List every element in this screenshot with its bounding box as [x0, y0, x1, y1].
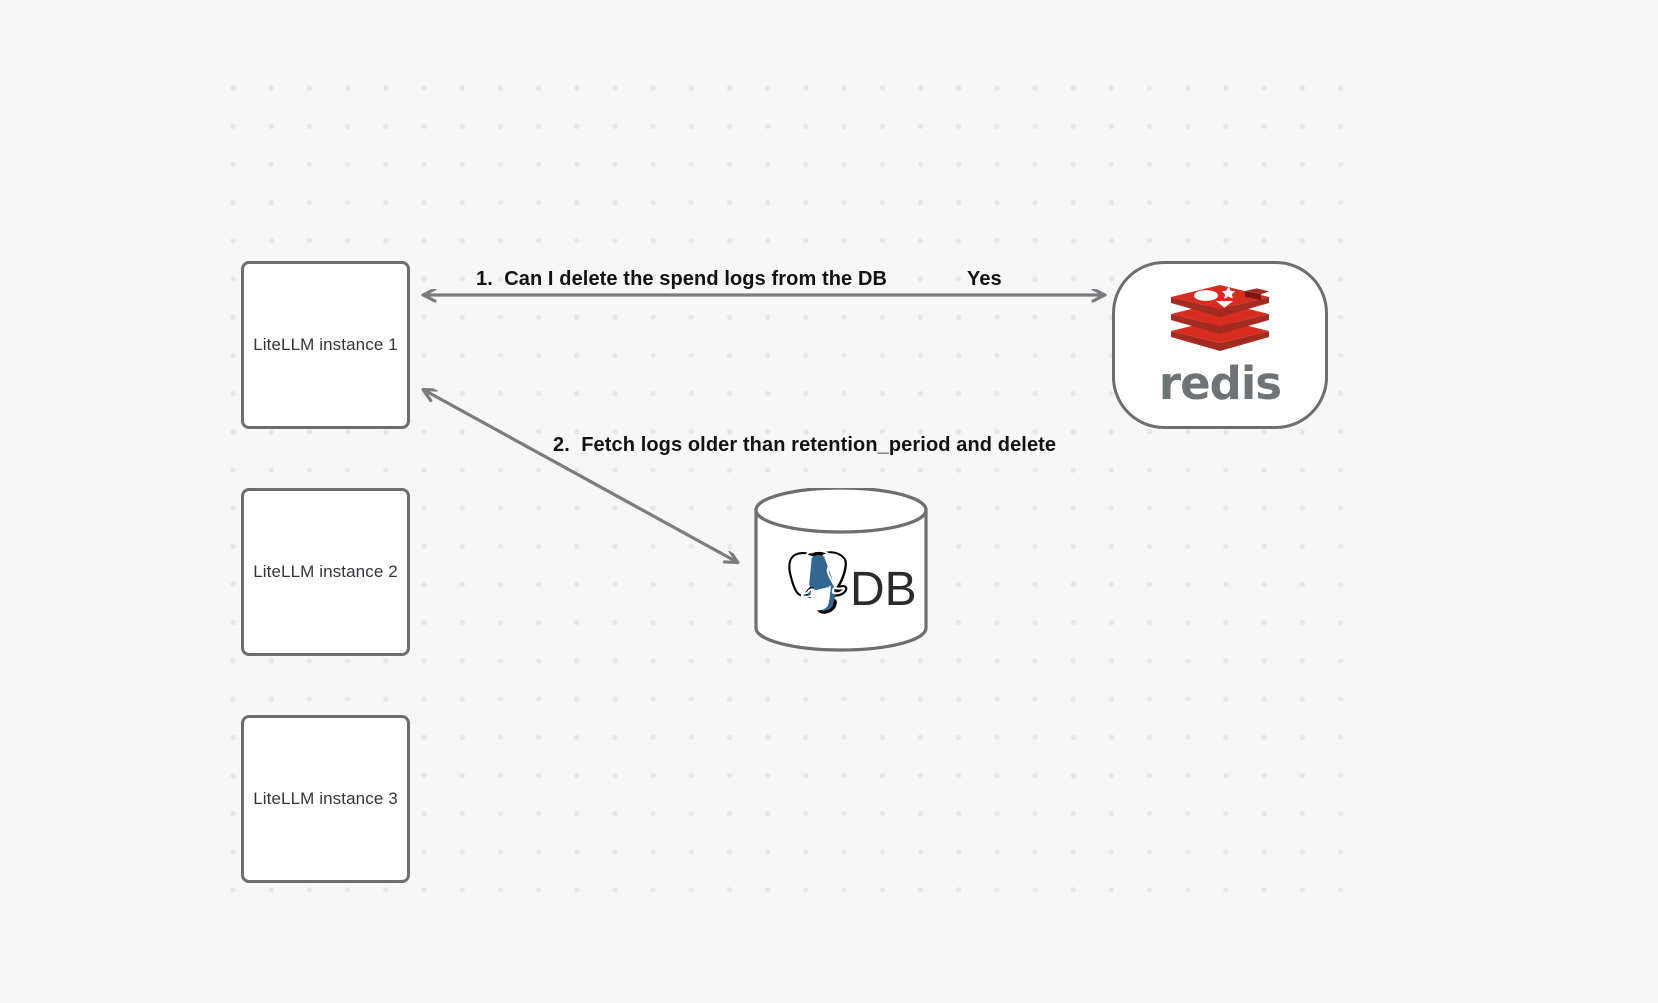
edge-label-2-fetch: 2. Fetch logs older than retention_perio…: [553, 434, 1057, 456]
database-label: DB: [850, 563, 917, 616]
node-litellm-instance-3-label: LiteLLM instance 3: [253, 789, 398, 808]
node-litellm-instance-1[interactable]: LiteLLM instance 1: [241, 261, 410, 429]
node-redis[interactable]: redis: [1112, 261, 1328, 429]
redis-logo-icon: [1171, 284, 1269, 351]
postgresql-elephant-icon: [788, 549, 848, 614]
redis-wordmark: redis: [1158, 356, 1282, 410]
node-litellm-instance-1-label: LiteLLM instance 1: [253, 335, 398, 354]
node-litellm-instance-2-label: LiteLLM instance 2: [253, 562, 398, 581]
edge-label-1-answer: Yes: [967, 268, 1002, 290]
node-database[interactable]: DB: [750, 488, 932, 656]
cylinder-top: [754, 488, 928, 534]
node-litellm-instance-3[interactable]: LiteLLM instance 3: [241, 715, 410, 883]
edge-label-1-question: 1. Can I delete the spend logs from the …: [476, 268, 888, 290]
node-litellm-instance-2[interactable]: LiteLLM instance 2: [241, 488, 410, 656]
